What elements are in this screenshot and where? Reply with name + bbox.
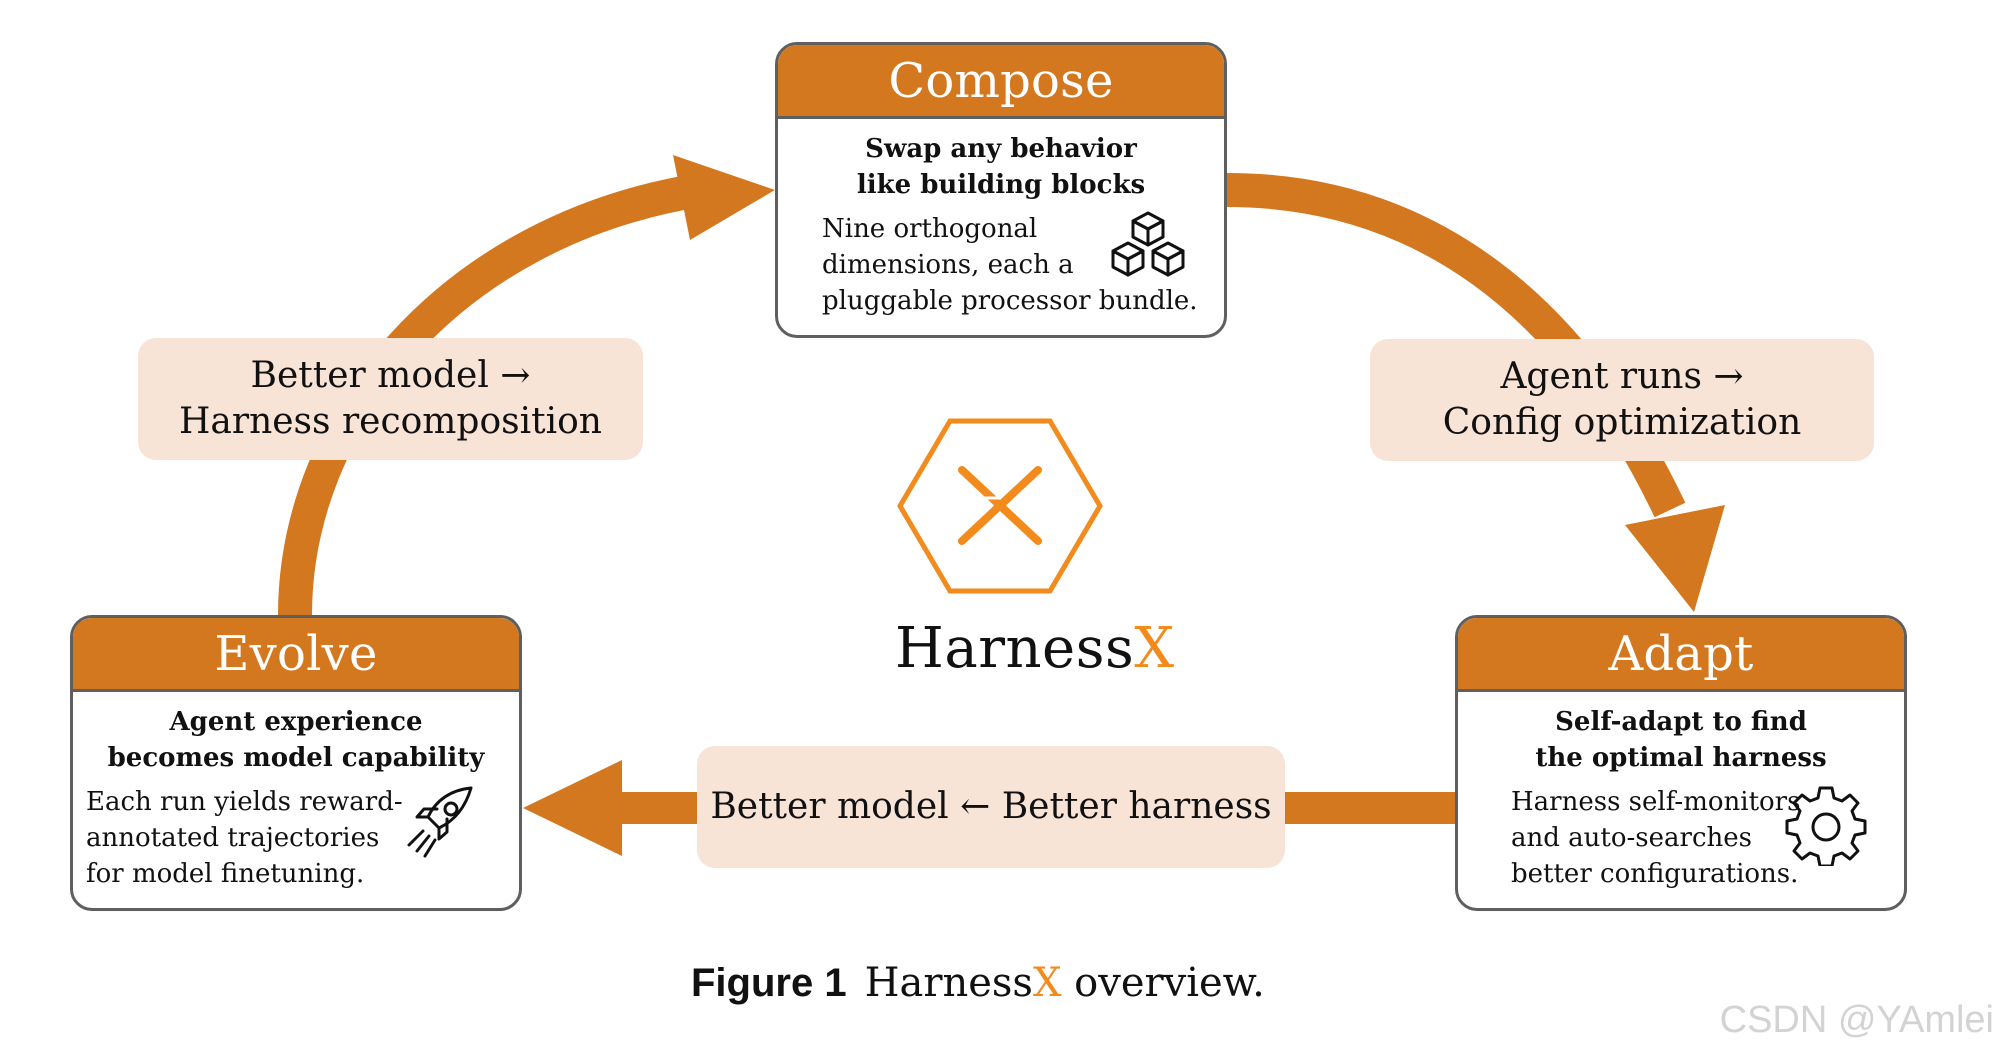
adapt-subtitle: Self-adapt to find the optimal harness — [1458, 704, 1904, 776]
hexagon-x-icon — [897, 418, 1103, 594]
evolve-body: Each run yields reward- annotated trajec… — [73, 784, 519, 892]
evolve-body-line-3: for model finetuning. — [86, 859, 365, 889]
arrow-head-adapt — [1625, 505, 1725, 612]
transition-left-line-2: Harness recomposition — [179, 401, 602, 442]
compose-title: Compose — [778, 45, 1224, 119]
wordmark-suffix: X — [1134, 616, 1175, 681]
watermark: CSDN @YAmlei — [1719, 999, 1994, 1041]
arrow-head-compose — [673, 155, 775, 240]
figure-number: Figure 1 — [691, 961, 847, 1005]
adapt-body: Harness self-monitors and auto-searches … — [1458, 784, 1904, 892]
arrow-head-evolve — [523, 760, 622, 856]
adapt-subtitle-line-2: the optimal harness — [1535, 743, 1827, 773]
harnessx-wordmark: HarnessX — [895, 616, 1175, 681]
caption-name-prefix: Harness — [864, 960, 1033, 1006]
evolve-body-line-2: annotated trajectories — [86, 823, 380, 853]
compose-body-line-2: dimensions, each a — [822, 250, 1074, 280]
transition-left-line-1: Better model → — [250, 355, 531, 396]
adapt-card: Adapt Self-adapt to find the optimal har… — [1455, 615, 1907, 911]
adapt-body-line-2: and auto-searches — [1511, 823, 1752, 853]
compose-body-line-3: pluggable processor bundle. — [822, 286, 1198, 316]
transition-bottom-line-1: Better model ← Better harness — [710, 786, 1272, 827]
transition-right-line-2: Config optimization — [1442, 402, 1802, 443]
compose-subtitle: Swap any behavior like building blocks — [778, 131, 1224, 203]
compose-body: Nine orthogonal dimensions, each a plugg… — [778, 211, 1224, 319]
evolve-subtitle-line-2: becomes model capability — [107, 743, 485, 773]
compose-subtitle-line-1: Swap any behavior — [865, 134, 1137, 164]
evolve-subtitle-line-1: Agent experience — [169, 707, 423, 737]
transition-right-line-1: Agent runs → — [1500, 356, 1744, 397]
transition-label-bottom: Better model ← Better harness — [697, 746, 1285, 868]
transition-label-left: Better model → Harness recomposition — [138, 338, 643, 460]
evolve-card: Evolve Agent experience becomes model ca… — [70, 615, 522, 911]
adapt-body-line-1: Harness self-monitors — [1511, 787, 1801, 817]
adapt-subtitle-line-1: Self-adapt to find — [1555, 707, 1807, 737]
evolve-body-line-1: Each run yields reward- — [86, 787, 403, 817]
compose-card: Compose Swap any behavior like building … — [775, 42, 1227, 338]
compose-body-line-1: Nine orthogonal — [822, 214, 1038, 244]
rocket-icon — [407, 786, 473, 858]
caption-rest: overview. — [1061, 960, 1265, 1006]
cubes-icon — [1111, 211, 1185, 277]
wordmark-prefix: Harness — [895, 616, 1135, 681]
adapt-body-line-3: better configurations. — [1511, 859, 1799, 889]
figure-caption: Figure 1 HarnessX overview. — [691, 960, 1265, 1006]
transition-label-right: Agent runs → Config optimization — [1370, 339, 1874, 461]
compose-subtitle-line-2: like building blocks — [856, 170, 1146, 200]
gear-icon — [1785, 786, 1867, 866]
evolve-subtitle: Agent experience becomes model capabilit… — [73, 704, 519, 776]
adapt-title: Adapt — [1458, 618, 1904, 692]
caption-name-suffix: X — [1032, 960, 1062, 1006]
evolve-title: Evolve — [73, 618, 519, 692]
